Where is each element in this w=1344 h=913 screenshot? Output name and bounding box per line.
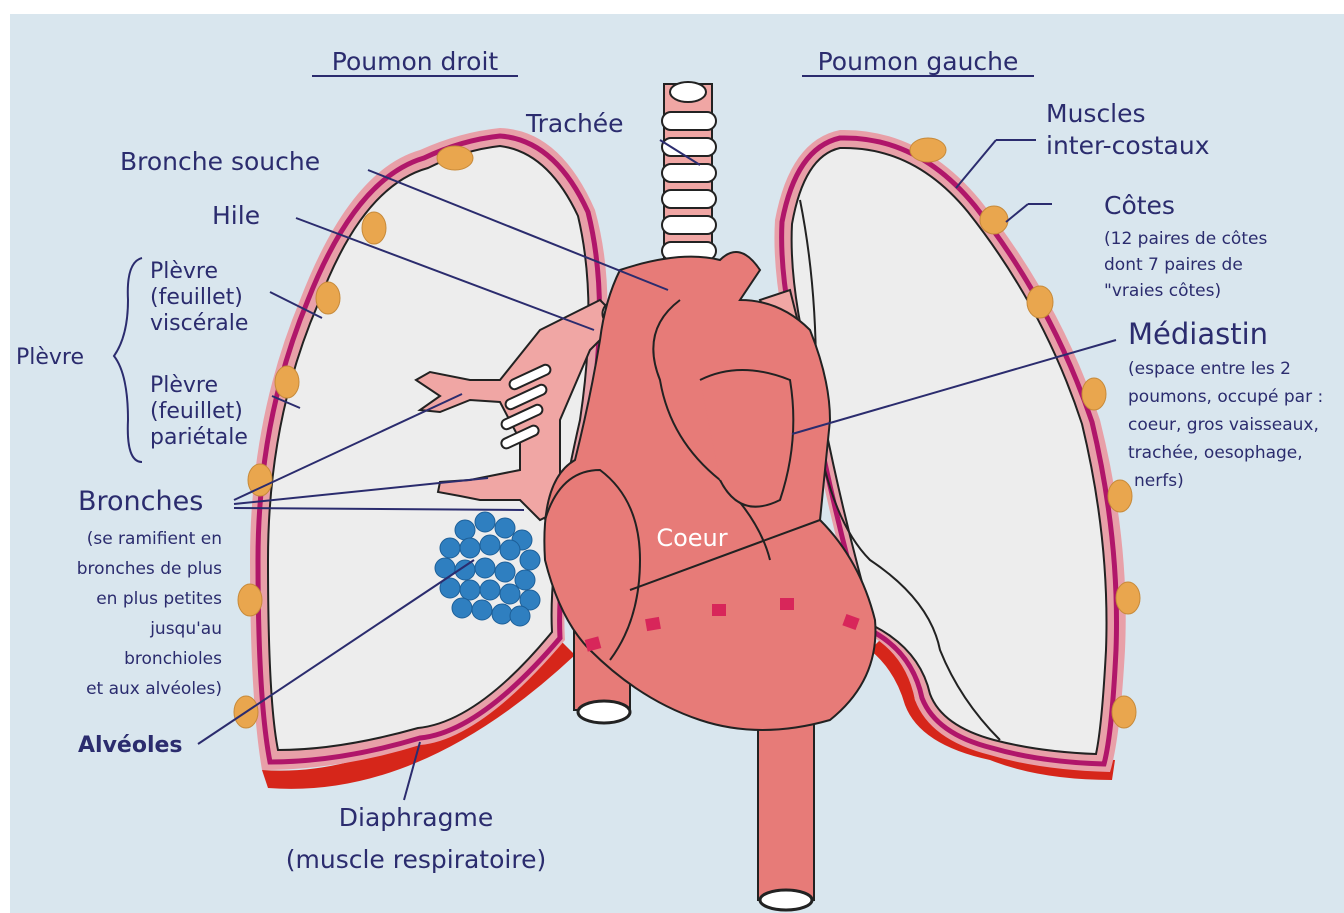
label-plevre-par-1: Plèvre — [150, 373, 218, 398]
heading-right-lung-text: Poumon droit — [332, 47, 499, 76]
label-diaphragme-1: Diaphragme — [339, 803, 493, 832]
label-plevre-par-3: pariétale — [150, 425, 248, 450]
bronches-note-1: (se ramifient en — [87, 529, 222, 549]
label-plevre-group: Plèvre — [16, 345, 84, 370]
mediastin-note-4: trachée, oesophage, — [1128, 443, 1303, 463]
label-muscles-1: Muscles — [1046, 99, 1146, 128]
mediastin-note-1: (espace entre les 2 — [1128, 359, 1291, 379]
label-bronche-souche: Bronche souche — [120, 147, 320, 176]
bronches-note-3: en plus petites — [96, 589, 222, 609]
label-hile: Hile — [212, 201, 260, 230]
label-plevre-par-2: (feuillet) — [150, 399, 243, 424]
cotes-note-1: (12 paires de côtes — [1104, 229, 1267, 249]
bronches-note-6: et aux alvéoles) — [86, 679, 222, 699]
bronches-note-5: bronchioles — [124, 649, 222, 669]
label-cotes: Côtes — [1104, 191, 1175, 220]
cotes-note-2: dont 7 paires de — [1104, 255, 1243, 275]
label-trachee: Trachée — [525, 109, 624, 138]
label-plevre-visc-2: (feuillet) — [150, 285, 243, 310]
bronches-note-2: bronches de plus — [77, 559, 222, 579]
label-bronches: Bronches — [78, 486, 203, 517]
bronches-note-4: jusqu'au — [149, 619, 222, 639]
heading-right-lung: Poumon droit — [312, 47, 518, 76]
label-diaphragme-2: (muscle respiratoire) — [286, 845, 546, 874]
label-muscles-2: inter-costaux — [1046, 131, 1210, 160]
heading-left-lung: Poumon gauche — [802, 47, 1034, 76]
label-alveoles: Alvéoles — [78, 733, 183, 758]
label-mediastin: Médiastin — [1128, 317, 1268, 351]
label-coeur: Coeur — [656, 524, 727, 552]
cotes-note-3: "vraies côtes) — [1104, 281, 1221, 301]
label-plevre-visc-1: Plèvre — [150, 259, 218, 284]
mediastin-note-3: coeur, gros vaisseaux, — [1128, 415, 1319, 435]
mediastin-note-2: poumons, occupé par : — [1128, 387, 1323, 407]
label-plevre-visc-3: viscérale — [150, 311, 248, 336]
heading-left-lung-text: Poumon gauche — [818, 47, 1019, 76]
mediastin-note-5: nerfs) — [1134, 471, 1184, 491]
